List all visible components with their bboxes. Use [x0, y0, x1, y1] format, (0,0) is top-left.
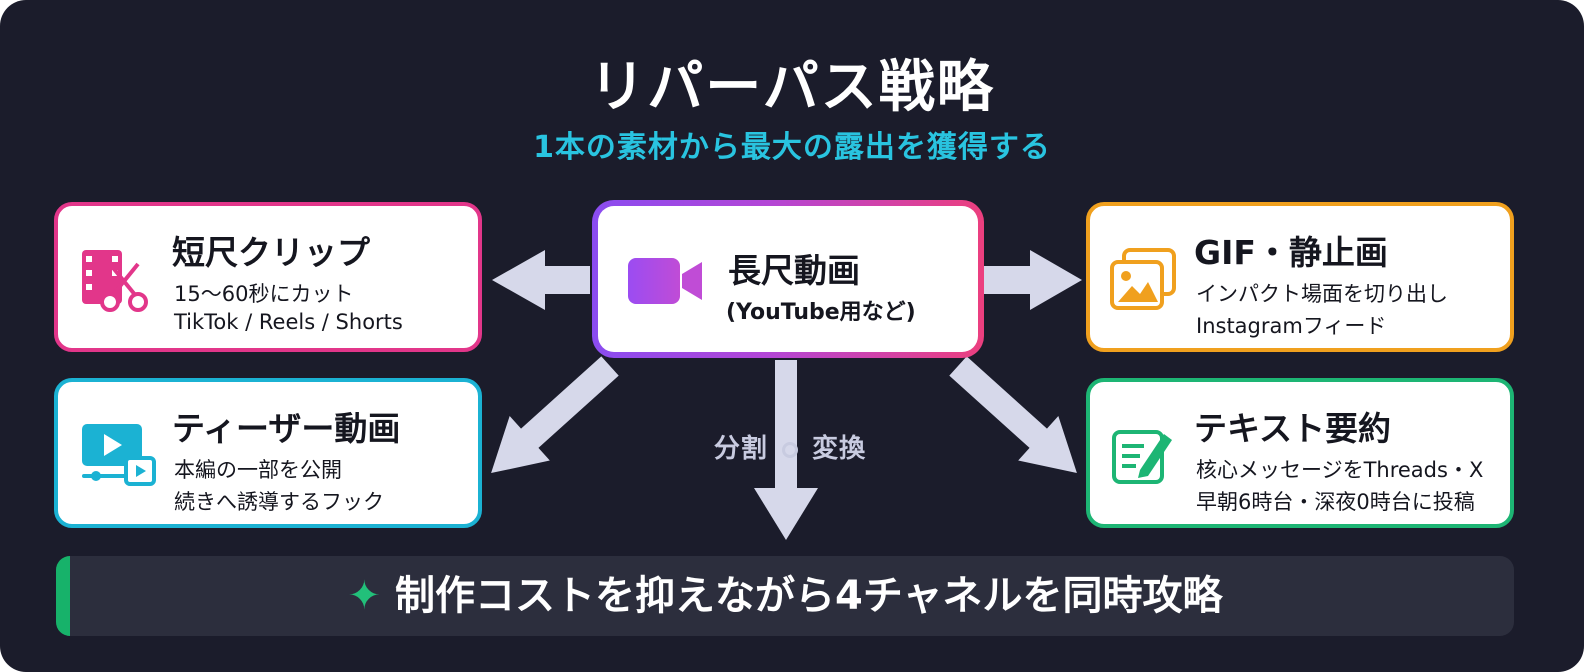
flow-label-split: 分割: [713, 434, 768, 464]
card-teaser: ティーザー動画 本編の一部を公開 続きへ誘導するフック: [54, 378, 482, 528]
film-scissors-icon: [82, 250, 148, 312]
arrow-to-teaser: [491, 356, 619, 474]
page-subtitle: 1本の素材から最大の露出を獲得する: [533, 130, 1051, 165]
text-summary-line-2: 早朝6時台・深夜0時台に投稿: [1196, 490, 1475, 514]
short-clip-line-1: 15〜60秒にカット: [174, 282, 354, 306]
center-node-title: 長尺動画: [728, 251, 860, 290]
card-short-clip: 短尺クリップ 15〜60秒にカット TikTok / Reels / Short…: [54, 202, 482, 352]
video-camera-icon: [628, 258, 702, 304]
banner-text: 制作コストを抑えながら4チャネルを同時攻略: [395, 573, 1223, 619]
card-text-summary: テキスト要約 核心メッセージをThreads・X 早朝6時台・深夜0時台に投稿: [1086, 378, 1514, 528]
center-node-long-video: 長尺動画 (YouTube用など): [592, 200, 984, 358]
image-gallery-icon: [1110, 248, 1176, 310]
edit-note-icon: [1112, 430, 1172, 484]
arrow-down-head: [754, 488, 818, 540]
text-summary-line-1: 核心メッセージをThreads・X: [1196, 458, 1484, 482]
teaser-line-2: 続きへ誘導するフック: [174, 490, 384, 514]
flow-label-dot-icon: [782, 441, 798, 458]
short-clip-title: 短尺クリップ: [172, 233, 370, 272]
gif-line-1: インパクト場面を切り出し: [1196, 282, 1448, 306]
flow-label-convert: 変換: [812, 434, 867, 464]
video-player-icon: [82, 424, 156, 486]
card-gif: GIF・静止画 インパクト場面を切り出し Instagramフィード: [1086, 202, 1514, 352]
banner-accent-bar: [56, 556, 70, 636]
center-node-subtitle: (YouTube用など): [726, 300, 916, 325]
summary-banner: ✦ 制作コストを抑えながら4チャネルを同時攻略: [56, 556, 1514, 636]
banner-text-row: ✦ 制作コストを抑えながら4チャネルを同時攻略: [56, 556, 1514, 636]
page-title: リパーパス戦略: [589, 55, 995, 120]
teaser-title: ティーザー動画: [172, 409, 401, 448]
arrow-down-shaft: [775, 360, 797, 490]
sparkle-icon: ✦: [347, 573, 382, 619]
short-clip-line-2: TikTok / Reels / Shorts: [174, 310, 403, 334]
gif-line-2: Instagramフィード: [1196, 314, 1387, 338]
teaser-line-1: 本編の一部を公開: [174, 458, 342, 482]
text-summary-title: テキスト要約: [1194, 409, 1392, 448]
gif-title: GIF・静止画: [1194, 233, 1388, 272]
arrow-to-short-clip: [492, 250, 590, 310]
arrow-to-text-summary: [949, 356, 1077, 474]
arrow-to-gif: [982, 250, 1082, 310]
flow-label: 分割 変換: [690, 428, 890, 465]
